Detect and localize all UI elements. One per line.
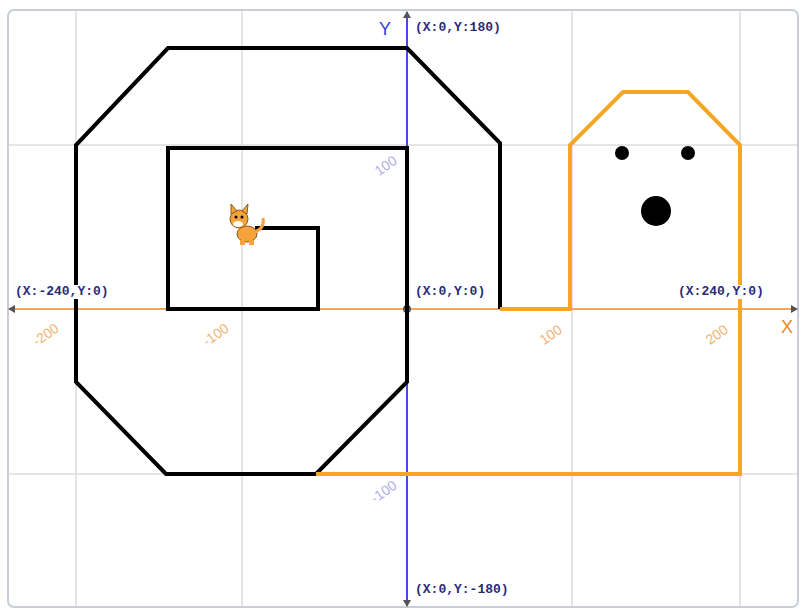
axis-tip (791, 305, 798, 313)
coordinate-label: (X:0,Y:180) (414, 21, 502, 35)
coordinate-label: (X:240,Y:0) (677, 285, 765, 299)
tick-number: -100 (199, 320, 232, 350)
axis-tip (403, 600, 411, 607)
axis-name: Y (378, 20, 392, 40)
ghost-eye (681, 146, 695, 160)
stage-frame (8, 10, 798, 607)
tick-number: 100 (536, 321, 566, 348)
tick-number: 200 (702, 321, 732, 348)
axis-tip (403, 11, 411, 18)
coordinate-label: (X:0,Y:0) (414, 285, 486, 299)
ghost-outline (316, 92, 740, 474)
ghost-mouth (641, 196, 671, 226)
cat-sprite (230, 204, 263, 245)
axis-tip (8, 305, 15, 313)
spiral-path (76, 48, 500, 474)
grid-lines (9, 11, 797, 606)
axis-name: X (780, 318, 794, 338)
tick-number: -100 (367, 477, 400, 507)
tick-number: 100 (371, 152, 401, 179)
ghost-eye (615, 146, 629, 160)
coordinate-label: (X:0,Y:-180) (414, 583, 510, 597)
tick-number: -200 (29, 320, 62, 350)
coordinate-label: (X:-240,Y:0) (14, 285, 110, 299)
